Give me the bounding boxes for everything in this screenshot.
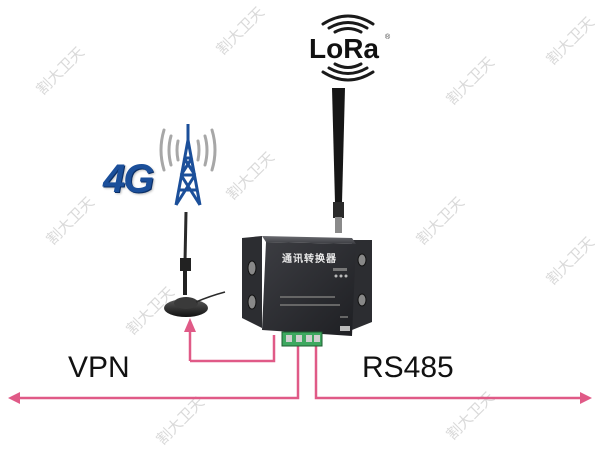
vpn-label: VPN bbox=[68, 351, 130, 385]
device-title: 通讯转换器 bbox=[282, 250, 337, 265]
lora-logo-text: LoRa bbox=[309, 33, 379, 65]
terminal-block-icon bbox=[282, 332, 322, 346]
cell-tower-icon bbox=[161, 124, 215, 205]
rs485-label: RS485 bbox=[362, 351, 454, 385]
antenna-icon bbox=[164, 212, 225, 317]
4g-logo-text: 4G bbox=[103, 157, 152, 202]
lora-registered-mark: ® bbox=[385, 34, 390, 41]
lora-antenna-icon bbox=[332, 88, 345, 233]
